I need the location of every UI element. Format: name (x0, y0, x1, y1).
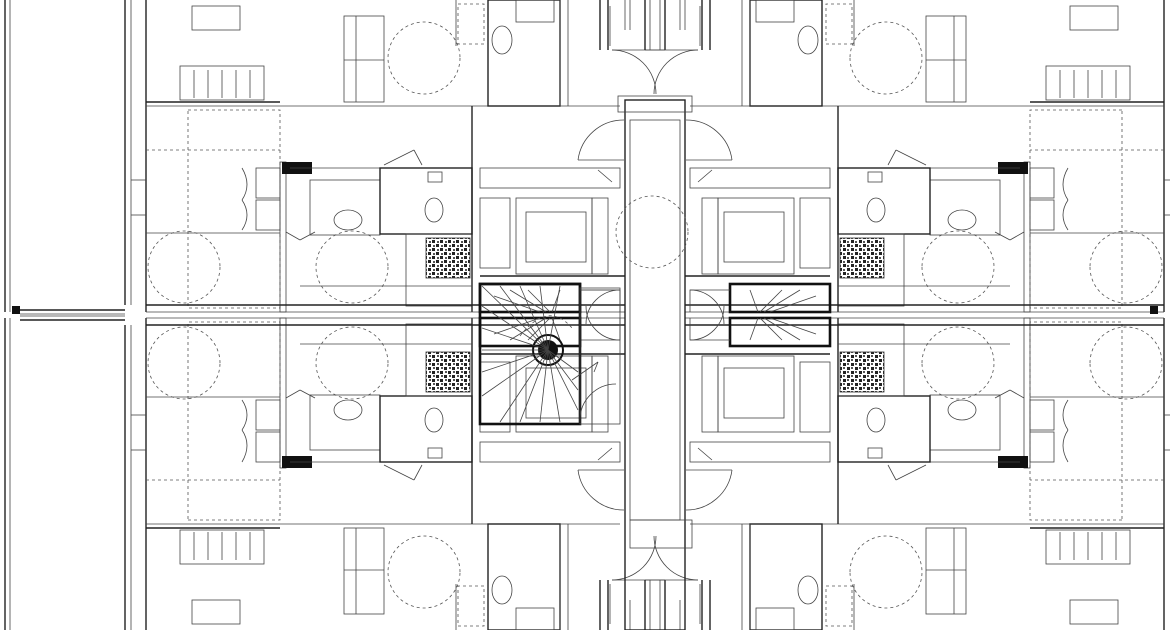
axis-marker-right (1150, 306, 1158, 314)
central-core (615, 95, 693, 630)
axis-marker-left (12, 306, 20, 314)
spiral-stair (478, 282, 621, 426)
